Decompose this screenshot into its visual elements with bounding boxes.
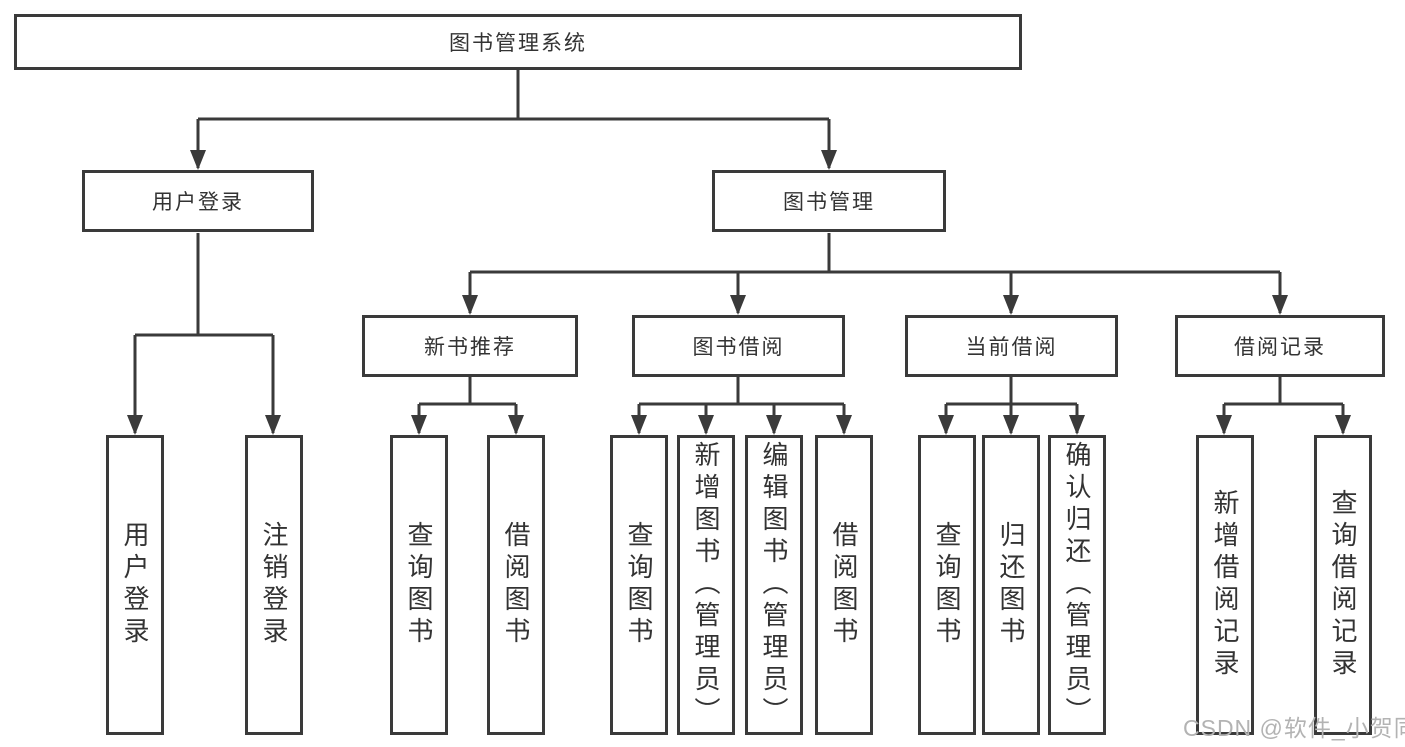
- node-label: 借阅图书: [829, 521, 859, 649]
- node-label: 查询借阅记录: [1328, 489, 1358, 681]
- node-label: 查询图书: [932, 521, 962, 649]
- node-user-login-leaf: 用户登录: [106, 435, 164, 735]
- node-label: 图书管理系统: [449, 32, 587, 55]
- edge-current-borrowing-to-leaves: [944, 377, 1079, 433]
- node-add-books-admin: 新增图书（管理员）: [677, 435, 735, 735]
- node-query-books-3: 查询图书: [918, 435, 976, 735]
- edge-user-login-to-leaves: [133, 233, 275, 433]
- node-label: 归还图书: [996, 521, 1026, 649]
- node-label: 借阅记录: [1234, 336, 1326, 359]
- node-label: 新增图书（管理员）: [691, 441, 721, 729]
- node-label: 新书推荐: [424, 336, 516, 359]
- node-confirm-return-admin: 确认归还（管理员）: [1048, 435, 1106, 735]
- node-borrowing-records: 借阅记录: [1175, 315, 1385, 377]
- node-borrow-books-2: 借阅图书: [815, 435, 873, 735]
- node-book-borrowing: 图书借阅: [632, 315, 845, 377]
- node-label: 用户登录: [152, 191, 244, 214]
- node-label: 确认归还（管理员）: [1062, 441, 1092, 729]
- node-book-management: 图书管理: [712, 170, 946, 232]
- node-label: 查询图书: [624, 521, 654, 649]
- node-label: 查询图书: [404, 521, 434, 649]
- node-logout-login: 注销登录: [245, 435, 303, 735]
- node-borrow-books-1: 借阅图书: [487, 435, 545, 735]
- node-label: 编辑图书（管理员）: [759, 441, 789, 729]
- node-label: 用户登录: [120, 521, 150, 649]
- node-label: 当前借阅: [965, 336, 1058, 359]
- node-query-books-1: 查询图书: [390, 435, 448, 735]
- node-library-management-system: 图书管理系统: [14, 14, 1022, 70]
- edge-new-book-rec-to-leaves: [417, 377, 518, 433]
- node-add-borrow-record: 新增借阅记录: [1196, 435, 1254, 735]
- node-return-books: 归还图书: [982, 435, 1040, 735]
- watermark-text: CSDN @软件_小贺同学: [1183, 715, 1405, 741]
- node-user-login: 用户登录: [82, 170, 314, 232]
- node-edit-books-admin: 编辑图书（管理员）: [745, 435, 803, 735]
- edge-book-mgmt-to-level3: [468, 233, 1282, 313]
- node-query-books-2: 查询图书: [610, 435, 668, 735]
- node-current-borrowing: 当前借阅: [905, 315, 1118, 377]
- edge-root-to-level2: [196, 70, 831, 168]
- node-new-book-recommendation: 新书推荐: [362, 315, 578, 377]
- node-label: 新增借阅记录: [1210, 489, 1240, 681]
- node-label: 注销登录: [259, 521, 289, 649]
- node-label: 图书借阅: [692, 336, 785, 359]
- node-label: 借阅图书: [501, 521, 531, 649]
- edge-borrow-records-to-leaves: [1222, 377, 1345, 433]
- node-query-borrow-record: 查询借阅记录: [1314, 435, 1372, 735]
- edge-book-borrowing-to-leaves: [637, 377, 846, 433]
- node-label: 图书管理: [783, 191, 875, 214]
